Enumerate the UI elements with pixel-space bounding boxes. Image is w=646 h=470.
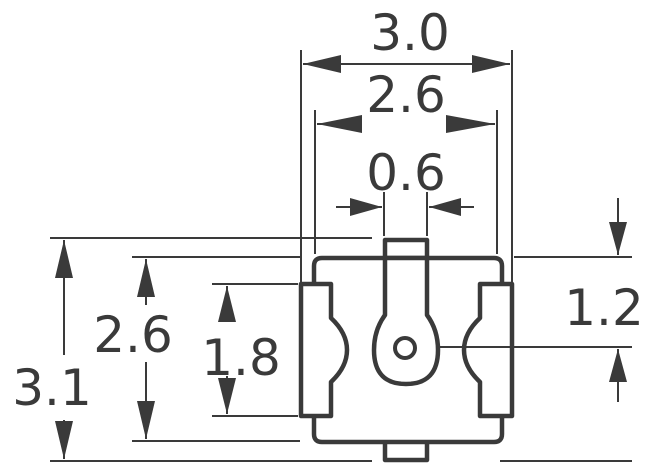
dim-pin-width: 0.6 bbox=[366, 144, 446, 202]
left-terminal bbox=[298, 281, 350, 419]
dim-body-width: 2.6 bbox=[366, 66, 446, 124]
dim-overall-width: 3.0 bbox=[370, 4, 450, 62]
dim-body-height: 2.6 bbox=[93, 306, 173, 364]
pin-hole bbox=[393, 336, 417, 360]
dim-terminal-height: 1.8 bbox=[201, 329, 281, 387]
component-outline bbox=[298, 237, 515, 463]
dim-overall-height: 3.1 bbox=[12, 359, 92, 417]
dimension-lines bbox=[55, 55, 627, 459]
right-terminal bbox=[461, 281, 515, 419]
dim-offset-right: 1.2 bbox=[564, 279, 644, 337]
dimension-labels: 3.0 2.6 0.6 1.2 3.1 2.6 1.8 bbox=[12, 4, 644, 417]
center-pin bbox=[371, 255, 441, 387]
extension-lines bbox=[50, 50, 632, 462]
